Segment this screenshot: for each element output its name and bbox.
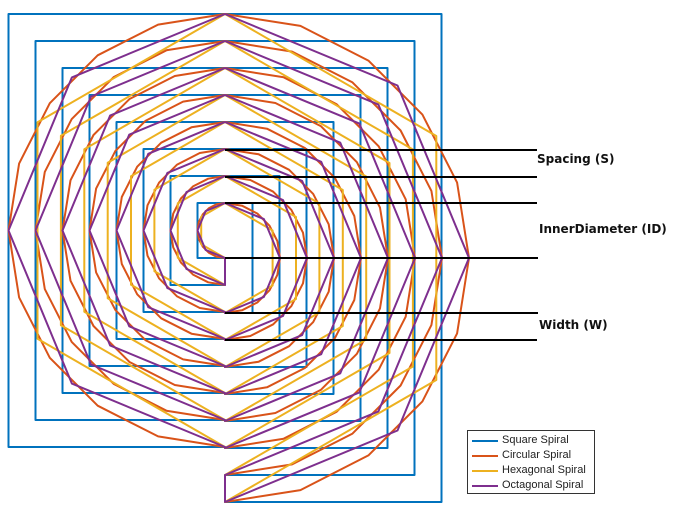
legend-swatch	[472, 454, 498, 457]
dimension-lines	[225, 149, 538, 341]
legend-swatch	[472, 484, 498, 487]
legend-item-hexagonal: Hexagonal Spiral	[472, 463, 594, 478]
legend-item-square: Square Spiral	[472, 433, 594, 448]
legend-swatch	[472, 469, 498, 472]
legend-item-octagonal: Octagonal Spiral	[472, 478, 594, 493]
inner-diameter-label: InnerDiameter (ID)	[539, 222, 667, 236]
legend: Square Spiral Circular Spiral Hexagonal …	[467, 430, 595, 494]
legend-swatch	[472, 439, 498, 442]
octagon-spiral	[7, 13, 470, 503]
legend-label: Hexagonal Spiral	[502, 464, 586, 476]
legend-label: Octagonal Spiral	[502, 479, 584, 491]
spirals-group	[7, 13, 470, 503]
spacing-label: Spacing (S)	[537, 152, 615, 166]
width-label: Width (W)	[539, 318, 608, 332]
legend-label: Square Spiral	[502, 434, 569, 446]
legend-item-circular: Circular Spiral	[472, 448, 594, 463]
legend-label: Circular Spiral	[502, 449, 572, 461]
